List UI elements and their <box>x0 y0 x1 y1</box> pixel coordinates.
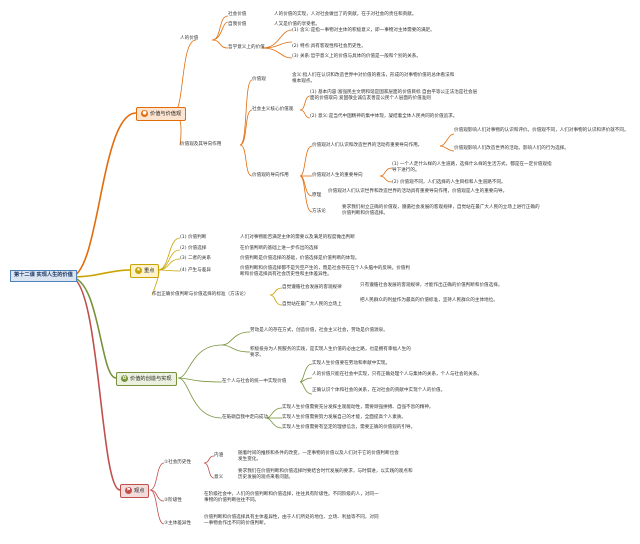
root-node[interactable]: 第十二课 实现人生的价值 <box>10 270 77 282</box>
node-class-nature-desc: 在阶级社会中，人们的价值判断和价值选择，往往具有阶级性。不同阶级的人，对同一事物… <box>204 492 379 503</box>
node-labor-existence: 劳动是人的存在方式，创造价值，社会主义社会，劳动是价值源泉。 <box>250 328 388 333</box>
node-social-value-desc: 人的价值的实现，人对社会做出了的贡献，在于对社会的责任和贡献。 <box>274 12 417 17</box>
node-historicity[interactable]: ①社会历史性 <box>164 460 192 465</box>
node-significance[interactable]: 意义 <box>214 475 224 480</box>
node-self-value-desc: 人又是价值的享受者。 <box>274 22 320 27</box>
node-value-choice[interactable]: (2) 价值选择 <box>180 246 207 251</box>
topic-create-realize-value[interactable]: ✿价值的创造与实现 <box>116 372 177 386</box>
topic-label: 观点 <box>134 488 145 494</box>
node-guidance-activities[interactable]: 价值观对人们认识和改造世界的活动有重要导向作用。 <box>312 143 423 148</box>
node-philosophical-value[interactable]: 哲学意义上的价值 <box>228 45 265 50</box>
node-serve-people: 积极投身为人民服务的实践，是实现人生价值的必由之路，也是拥有幸福人生的要求。 <box>250 347 411 358</box>
node-life-guidance-1: (1) 一个人走什么样的人生道路，选择什么样的生活方式，都是在一定价值观指导下进… <box>392 162 552 173</box>
node-value-choice-desc: 在价值判断的基础上进一步作出的选择 <box>240 246 319 251</box>
node-correct-standard[interactable]: 作出正确价值判断与价值选择的标准（方法论） <box>152 292 249 297</box>
topic-label: 重点 <box>144 268 155 274</box>
node-core-values-significance: (2) 意义:是当代中国精神的集中体现，凝结着全体人民共同的价值追求。 <box>310 114 458 119</box>
node-ideals: 实现人生价值需要有坚定的理想信念，需要正确的价值观的引导。 <box>282 425 416 430</box>
node-values-definition: 含义:指人们在认识和改造世界中对价值的看法，形成的对事物价值的总体看法和根本观点… <box>292 73 455 84</box>
node-class-nature[interactable]: ②阶级性 <box>164 498 182 503</box>
node-individual-society[interactable]: 在个人与社会的统一中实现价值 <box>222 379 287 384</box>
node-values-and-guidance[interactable]: 价值观及其导向作用 <box>180 142 222 147</box>
node-principle[interactable]: 原理 <box>312 193 322 198</box>
node-develop-talent: 实现人生价值需要努力发展自己的才能，全面提高个人素质。 <box>282 415 407 420</box>
node-value-definition: (1) 含义:是指一事物对主体的积极意义，即一事物对主体需要的满足。 <box>292 28 435 33</box>
topic-marker-icon: ● <box>141 110 148 117</box>
node-social-value[interactable]: 社会价值 <box>228 12 247 17</box>
node-life-guidance-2: (2) 价值观不同，人们选择的人生目标和人生道路不同。 <box>392 180 506 185</box>
node-value-judgment[interactable]: (1) 价值判断 <box>180 235 207 240</box>
node-follow-laws-desc: 只有遵循社会发展的客观规律，才能作出正确的价值判断和价值选择。 <box>360 283 503 288</box>
node-people-stance-desc: 把人民群众的利益作为最高的价值标准，坚持人民群众的主体地位。 <box>360 298 498 303</box>
topic-label: 价值与价值观 <box>150 111 182 117</box>
node-values-guiding-role[interactable]: 价值观的导向作用 <box>252 173 289 178</box>
node-subject-difference-desc: 价值判断和价值选择具有主体差异性，由于人们所处的地位、立场、利益等不同，对同一事… <box>204 515 379 526</box>
node-value-relation: (3) 关系:哲学意义上的价值与具体的价值是一般和个别的关系。 <box>292 54 421 59</box>
node-connotation[interactable]: 内涵 <box>214 453 224 458</box>
node-principle-desc: 价值观对人们认识世界和改造世界的活动具有重要导向作用，价值观是人生的重要向导。 <box>328 189 508 194</box>
node-initiative: 实现人生价值需要充分发挥主观能动性，需要顽强拼搏、自强不息的精神。 <box>282 405 434 410</box>
node-human-value[interactable]: 人的价值 <box>180 36 199 41</box>
node-methodology[interactable]: 方法论 <box>312 209 326 214</box>
connector-t2 <box>69 269 131 278</box>
node-connotation-desc: 随着时间的推移和条件的改变，一定事物的价值以及人们对于它的价值判断也会发生变化。 <box>238 451 399 462</box>
node-self-discipline[interactable]: 在砥砺自我中走向成功 <box>222 415 268 420</box>
connector-t1 <box>69 112 137 278</box>
node-core-socialist-values[interactable]: 社会主义核心价值观 <box>252 107 294 112</box>
topic-value-and-values[interactable]: ●价值与价值观 <box>136 107 187 121</box>
node-guidance-practice: 价值观影响人们改造世界的活动。影响人们的行为选择。 <box>454 146 569 151</box>
topic-viewpoints[interactable]: ⚑观点 <box>120 484 150 498</box>
node-core-values-content: (1) 基本内容:富强民主文明和谐是国家层面的价值目标 自由平等公正法治是社会层… <box>310 90 478 101</box>
node-values[interactable]: 价值观 <box>252 77 266 82</box>
node-methodology-desc: 要求我们树立正确的价值观，遵循社会发展的客观规律，自觉站在最广大人民的立场上进行… <box>342 205 540 216</box>
node-origin-difference[interactable]: (4) 产生与差异 <box>180 268 211 273</box>
leaf-icon: ✿ <box>121 375 128 382</box>
node-collective-relation: 人的价值只能在社会中实现，只有正确处理个人与集体的关系，个人与社会的关系。 <box>312 372 482 377</box>
node-value-features: (2) 特点:具有客观性和社会历史性。 <box>292 44 366 49</box>
connector-t4 <box>69 276 121 491</box>
node-contribution: 正确认识个体和社会的关系，在对社会的贡献中实现个人的价值。 <box>312 388 446 393</box>
node-relation[interactable]: (3) 二者的关系 <box>180 256 211 261</box>
node-guidance-cognition: 价值观影响人们对事物的认识和评价。价值观不同，人们对事物的认识和评价就不同。 <box>454 128 629 133</box>
node-follow-laws[interactable]: 自觉遵循社会发展的客观规律 <box>282 285 342 290</box>
star-icon: ★ <box>135 267 142 274</box>
flag-icon: ⚑ <box>125 487 132 494</box>
node-significance-desc: 要求我们在价值判断和价值选择时要结合时代发展的要求，与时俱进，以实践的观点和历史… <box>238 469 413 480</box>
node-subject-difference[interactable]: ③主体差异性 <box>164 521 192 526</box>
node-origin-difference-desc: 价值判断和价值选择都不是凭空产生的，而是社会存在在个人头脑中的反映。价值判断和价… <box>240 266 410 277</box>
node-labor-dedication: 实现人生价值要在劳动和奉献中实现。 <box>312 361 391 366</box>
topic-label: 价值的创造与实现 <box>130 376 172 382</box>
node-life-guidance[interactable]: 价值观对人生的重要导向 <box>312 173 363 178</box>
node-self-value[interactable]: 自我价值 <box>228 22 247 27</box>
connector-t3 <box>69 276 117 379</box>
node-people-stance[interactable]: 自觉站在最广大人民的立场上 <box>282 302 342 307</box>
node-relation-desc: 价值判断是价值选择的基础，价值选择是价值判断的体现。 <box>240 256 360 261</box>
topic-key-points[interactable]: ★重点 <box>130 264 160 278</box>
node-value-judgment-desc: 人们对事物能否满足主体的需要以及满足的程度做出判断 <box>240 235 355 240</box>
